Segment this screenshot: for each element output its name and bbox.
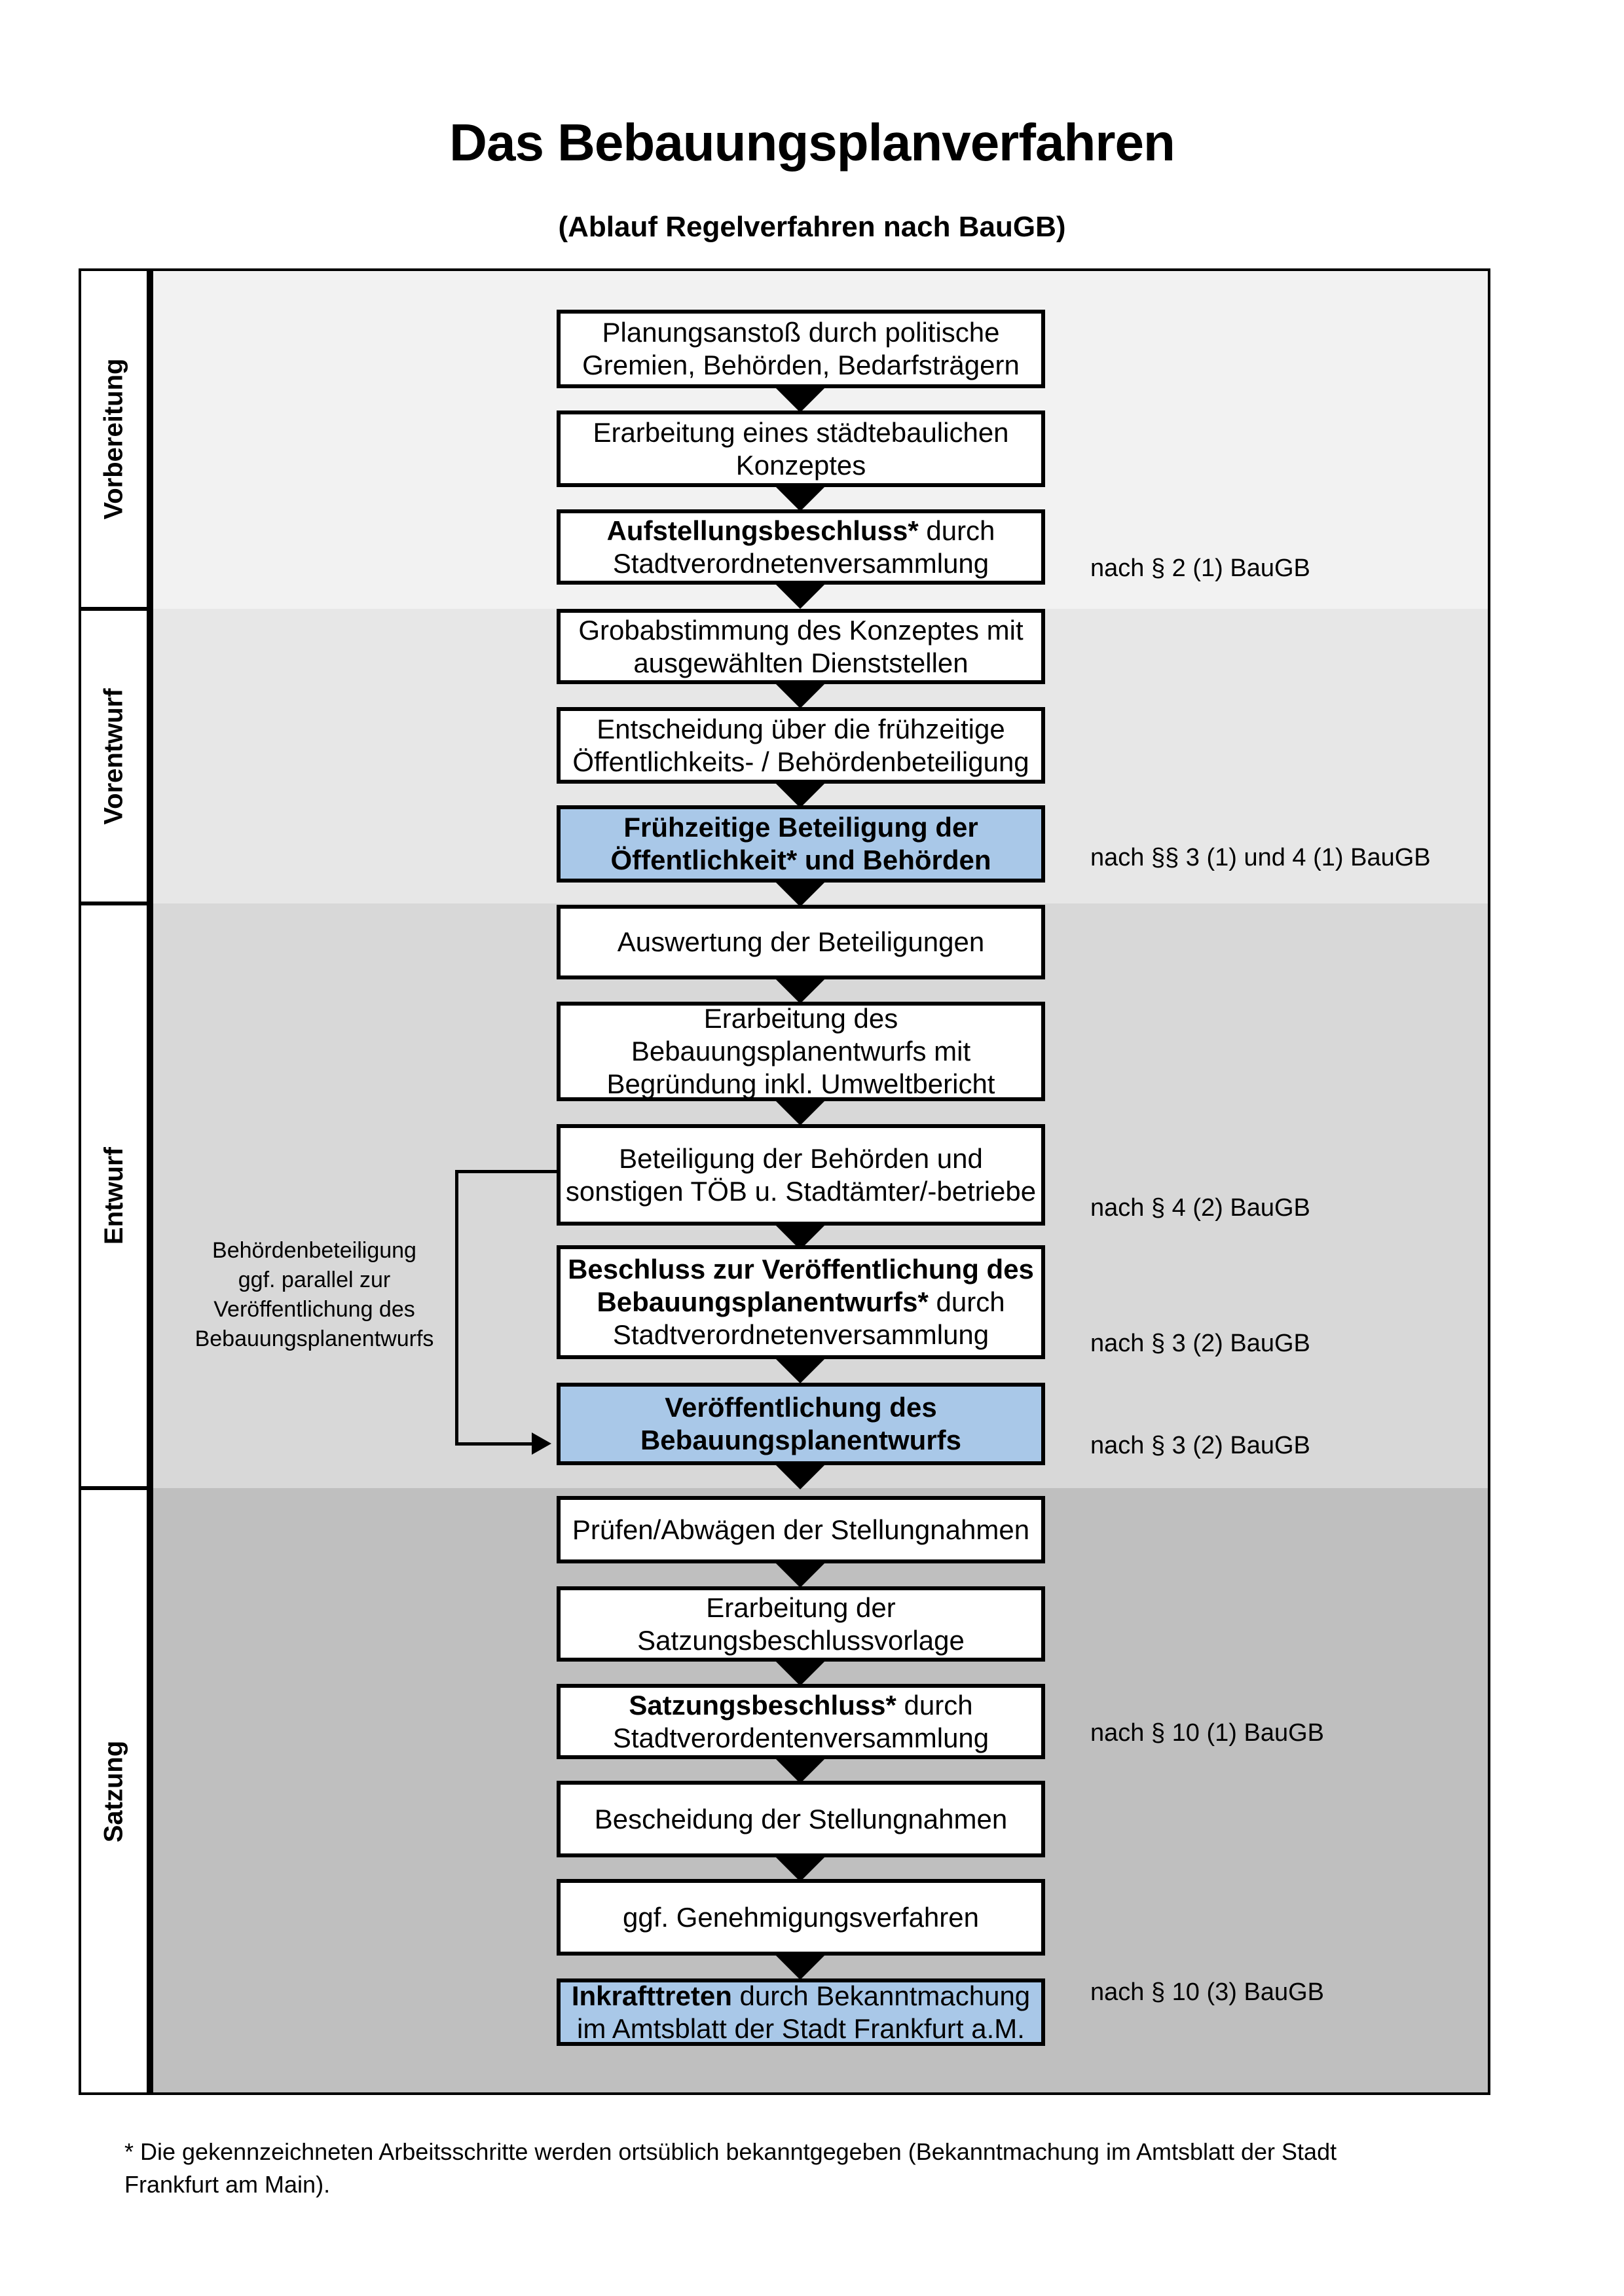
phase-border-1 [81, 607, 153, 611]
page-title: Das Bebauungsplanverfahren [449, 113, 1175, 172]
step-entscheidung-beteiligung: Entscheidung über die frühzeitige Öffent… [557, 707, 1045, 784]
step-aufstellungsbeschluss: Aufstellungsbeschluss* durch Stadtverord… [557, 509, 1045, 585]
step-satzungsbeschluss: Satzungsbeschluss* durch Stadtverordente… [557, 1684, 1045, 1759]
phase-label-satzung: Satzung [81, 1490, 147, 2092]
bracket-top-line [455, 1170, 557, 1173]
step-bescheidung: Bescheidung der Stellungnahmen [557, 1781, 1045, 1857]
arrow-down-icon [773, 1658, 828, 1686]
step-staedtebauliches-konzept: Erarbeitung eines städtebaulichen Konzep… [557, 410, 1045, 487]
arrow-down-icon [773, 681, 828, 708]
arrow-down-icon [773, 879, 828, 907]
law-ref-6: nach § 10 (1) BauGB [1090, 1719, 1324, 1747]
arrow-down-icon [773, 1560, 828, 1588]
sidebar-divider [147, 271, 153, 2092]
arrow-down-icon [773, 484, 828, 511]
step-fruehzeitige-beteiligung: Frühzeitige Beteiligung der Öffentlichke… [557, 805, 1045, 883]
step-auswertung: Auswertung der Beteiligungen [557, 905, 1045, 979]
step-genehmigungsverfahren: ggf. Genehmigungsverfahren [557, 1879, 1045, 1956]
phase-label-entwurf: Entwurf [81, 905, 147, 1486]
footnote: * Die gekennzeichneten Arbeitsschritte w… [124, 2138, 1337, 2198]
step-satzungsbeschlussvorlage: Erarbeitung der Satzungsbeschlussvorlage [557, 1586, 1045, 1662]
arrow-down-icon [773, 1462, 828, 1489]
law-ref-2: nach §§ 3 (1) und 4 (1) BauGB [1090, 844, 1431, 871]
parallel-note: Behördenbeteiligung ggf. parallel zur Ve… [194, 1238, 434, 1351]
phase-border-3 [81, 1486, 153, 1490]
arrow-down-icon [773, 780, 828, 808]
phase-border-2 [81, 902, 153, 905]
law-ref-5: nach § 3 (2) BauGB [1090, 1432, 1310, 1459]
step-planungsanstoss: Planungsanstoß durch politische Gremien,… [557, 310, 1045, 388]
step-beschluss-veroeffentlichung: Beschluss zur Veröffentlichung des Bebau… [557, 1245, 1045, 1359]
phase-label-vorentwurf: Vorentwurf [81, 611, 147, 902]
step-erarbeitung-entwurf: Erarbeitung des Bebauungsplanentwurfs mi… [557, 1002, 1045, 1101]
step-inkrafttreten: Inkrafttreten durch Bekanntmachung im Am… [557, 1978, 1045, 2046]
arrow-right-icon [532, 1432, 551, 1455]
arrow-down-icon [773, 1356, 828, 1383]
arrow-down-icon [773, 1854, 828, 1882]
arrow-down-icon [773, 385, 828, 412]
law-ref-1: nach § 2 (1) BauGB [1090, 555, 1310, 582]
law-ref-3: nach § 4 (2) BauGB [1090, 1194, 1310, 1222]
arrow-down-icon [773, 1952, 828, 1980]
arrow-down-icon [773, 1756, 828, 1783]
arrow-down-icon [773, 976, 828, 1004]
step-pruefen-abwaegen: Prüfen/Abwägen der Stellungnahmen [557, 1496, 1045, 1563]
arrow-down-icon [773, 1098, 828, 1125]
law-ref-4: nach § 3 (2) BauGB [1090, 1330, 1310, 1357]
law-ref-7: nach § 10 (3) BauGB [1090, 1978, 1324, 2006]
arrow-down-icon [773, 581, 828, 609]
page-subtitle: (Ablauf Regelverfahren nach BauGB) [558, 211, 1066, 243]
step-behoerdenbeteiligung: Beteiligung der Behörden und sonstigen T… [557, 1124, 1045, 1226]
bracket-bottom-line [455, 1442, 532, 1446]
step-veroeffentlichung: Veröffentlichung des Bebauungsplanentwur… [557, 1383, 1045, 1465]
phase-label-vorbereitung: Vorbereitung [81, 271, 147, 607]
step-grobabstimmung: Grobabstimmung des Konzeptes mit ausgewä… [557, 609, 1045, 684]
bracket-vertical-line [455, 1170, 458, 1446]
